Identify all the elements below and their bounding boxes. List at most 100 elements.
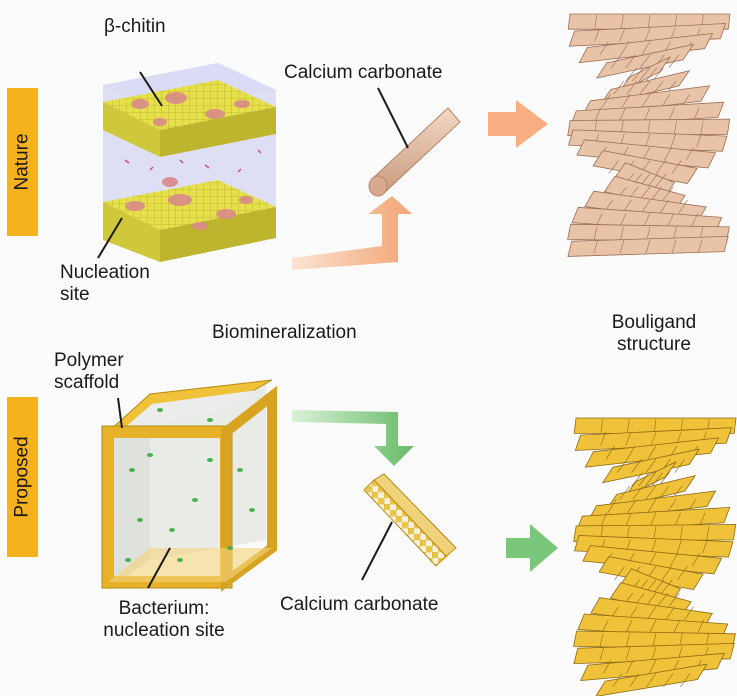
bouligand-fibre xyxy=(619,485,631,500)
bouligand-fibre xyxy=(645,133,651,148)
bouligand-fibre xyxy=(647,445,657,460)
bouligand-fibre xyxy=(653,418,657,433)
bouligand-fibre xyxy=(655,173,667,188)
bouligand-fibre xyxy=(600,512,608,527)
nucleation-spots xyxy=(125,92,253,230)
bouligand-fibre xyxy=(625,660,634,674)
calcium-carbonate-leader xyxy=(377,87,409,149)
bouligand-fibre xyxy=(696,133,702,148)
bouligand-fibre xyxy=(626,445,636,460)
biomineralization-label: Biomineralization xyxy=(212,322,357,343)
bouligand-fibre xyxy=(667,499,677,513)
bouligand-fibre xyxy=(652,80,664,95)
bouligand-fibre xyxy=(671,160,682,174)
bouligand-fibre xyxy=(677,566,688,580)
bouligand-fibre xyxy=(594,107,602,121)
bouligand-fibre xyxy=(650,512,657,527)
bouligand-fibre xyxy=(600,432,606,446)
bouligand-fibre xyxy=(626,633,630,647)
green-arrow-icon xyxy=(506,524,558,572)
bouligand-fibre xyxy=(669,552,679,567)
bouligand-structure-nature xyxy=(567,13,731,257)
nucleation-site-label-1: Nucleation xyxy=(60,262,150,283)
bouligand-fibre xyxy=(673,120,677,135)
bouligand-fibre xyxy=(626,80,638,95)
polymer-scaffold-label-1: Polymer xyxy=(54,350,124,371)
bouligand-fibre xyxy=(665,606,675,621)
bouligand-fibre xyxy=(662,186,674,201)
bouligand-fibre xyxy=(647,14,651,29)
bouligand-fibre xyxy=(645,485,657,500)
bouligand-fibre xyxy=(667,213,675,227)
bouligand-fibre xyxy=(653,579,665,594)
bouligand-fibre xyxy=(620,41,630,55)
polymer-scaffold-cube xyxy=(101,379,277,592)
bouligand-fibre xyxy=(631,459,642,473)
bouligand-fibre xyxy=(647,173,659,188)
bouligand-fibre xyxy=(594,28,600,42)
bouligand-fibre xyxy=(663,147,673,161)
bouligand-fibre xyxy=(613,80,625,95)
bouligand-fibre xyxy=(599,633,604,647)
bouligand-fibre xyxy=(650,432,657,446)
bouligand-fibre xyxy=(651,539,657,554)
bouligand-fibre xyxy=(649,619,657,634)
bouligand-fibre xyxy=(668,107,675,121)
bouligand-fibre xyxy=(632,485,644,500)
bouligand-fibre xyxy=(651,646,657,661)
bouligand-fibre xyxy=(647,499,657,513)
bouligand-fibre xyxy=(679,526,683,540)
bouligand-fibre xyxy=(676,539,682,554)
bacterium-label-2: nucleation site xyxy=(103,620,225,641)
bouligand-fibre xyxy=(600,418,603,433)
bouligand-fibre xyxy=(693,107,700,121)
bouligand-fibre xyxy=(674,459,686,473)
chitin-block xyxy=(103,63,276,262)
bouligand-fibre xyxy=(685,147,694,161)
bouligand-fibre xyxy=(610,54,622,69)
orange-arrow-icon xyxy=(292,196,412,270)
bouligand-fibre xyxy=(639,80,651,95)
bouligand-fibre xyxy=(678,199,688,214)
bouligand-structure-proposed xyxy=(573,417,737,696)
bouligand-fibre xyxy=(625,67,637,82)
bouligand-fibre xyxy=(640,199,651,214)
bouligand-fibre xyxy=(661,94,671,108)
calcium-carbonate-label-nature: Calcium carbonate xyxy=(284,62,443,83)
bouligand-fibre xyxy=(661,566,672,580)
bouligand-fibre xyxy=(646,673,657,688)
bouligand-fibre xyxy=(625,54,636,69)
bouligand-fibre xyxy=(593,226,598,240)
bouligand-fibre xyxy=(645,67,657,82)
calcite-column xyxy=(363,473,457,567)
bouligand-fibre xyxy=(646,226,651,240)
bouligand-fibre xyxy=(706,526,710,540)
bouligand-fibre xyxy=(601,94,611,108)
bouligand-fibre xyxy=(625,432,632,446)
bouligand-fibre xyxy=(663,673,674,688)
bouligand-fibre xyxy=(653,526,657,540)
nucleation-site-label-2: site xyxy=(60,284,90,305)
calcium-carbonate-leader-proposed xyxy=(361,521,393,581)
bouligand-fibre xyxy=(599,646,605,661)
bouligand-fibre xyxy=(668,593,680,607)
bouligand-fibre xyxy=(673,226,677,240)
nature-row-tag: Nature xyxy=(7,88,38,236)
bouligand-fibre xyxy=(700,120,704,135)
bouligand-fibre xyxy=(643,213,651,227)
beta-chitin-label: β-chitin xyxy=(104,16,166,37)
bouligand-fibre xyxy=(655,160,666,174)
bacterium-label-1: Bacterium: xyxy=(118,598,210,619)
bouligand-fibre xyxy=(674,512,681,527)
bouligand-fibre xyxy=(619,213,627,227)
bouligand-fibre xyxy=(639,54,651,69)
bouligand-fibre xyxy=(627,499,637,513)
mineral-particles xyxy=(124,149,262,173)
bouligand-fibre xyxy=(644,472,657,487)
bouligand-fibre xyxy=(625,512,632,527)
polymer-scaffold-leader xyxy=(117,397,123,429)
orange-arrow-icon xyxy=(488,100,548,148)
bouligand-fibre xyxy=(607,499,617,513)
bouligand-fibre xyxy=(603,660,611,674)
